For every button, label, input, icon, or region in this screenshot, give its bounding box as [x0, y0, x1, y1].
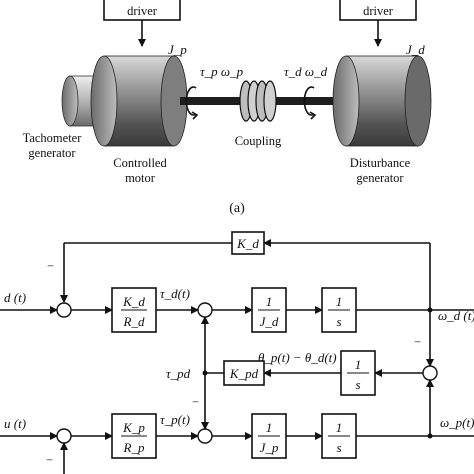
integrator-mid-num: 1 [355, 357, 362, 372]
caption-a: (a) [229, 201, 245, 216]
coupling-label: Coupling [235, 134, 282, 148]
gain-d-den: R_d [123, 314, 145, 329]
inertia-label-right: J_d [406, 42, 425, 57]
driver-label-right: driver [363, 4, 394, 18]
integrator-p-den: s [336, 440, 341, 455]
torque-speed-label-right: τ_d ω_d [284, 64, 328, 79]
angle-diff-label: θ_p(t) − θ_d(t) [258, 350, 337, 365]
integrator-d-num: 1 [336, 294, 343, 309]
integrator-mid-den: s [355, 377, 360, 392]
driver-box-left: driver [103, 0, 181, 21]
inertia-d-den: J_d [260, 314, 279, 329]
driver-box-right: driver [339, 0, 417, 21]
gain-p-den: R_p [123, 440, 145, 455]
tau-d-label: τ_d(t) [160, 286, 190, 301]
tau-p-label: τ_p(t) [160, 412, 190, 427]
rotation-arrow-right [303, 86, 317, 120]
coupling-gain-label: K_pd [229, 366, 259, 381]
tachometer-label-line1: Tachometer [23, 131, 83, 145]
block-kpd [223, 360, 265, 386]
input-u-label: u (t) [4, 416, 26, 431]
summing-junction-d [56, 302, 72, 318]
integrator-d-den: s [336, 314, 341, 329]
output-omega-p-label: ω_p(t) [440, 415, 474, 430]
output-omega-d-label: ω_d (t) [438, 308, 474, 323]
inertia-p-den: J_p [260, 440, 279, 455]
summing-junction-diff [422, 365, 438, 381]
inertia-d-num: 1 [266, 294, 273, 309]
rotation-arrow-left [185, 86, 199, 120]
controlled-motor-label-line2: motor [125, 171, 156, 185]
coupling [239, 80, 277, 122]
minus-sign-u-feedback: − [46, 453, 53, 467]
minus-sign-tau-pd: − [192, 395, 199, 409]
tachometer-label-line2: generator [28, 146, 76, 160]
inertia-p-num: 1 [266, 420, 273, 435]
minus-sign-omega-d: − [414, 335, 421, 349]
controlled-motor [90, 55, 188, 147]
gain-p-num: K_p [122, 420, 145, 435]
disturbance-label-line1: Disturbance [350, 156, 411, 170]
driver-label-left: driver [127, 4, 158, 18]
minus-sign-d-feedback: − [47, 259, 54, 273]
summing-junction-u [56, 428, 72, 444]
summing-junction-tau-d [197, 302, 213, 318]
disturbance-label-line2: generator [356, 171, 404, 185]
block-diagram: K_d − d (t) K_d R_d τ_d(t) 1 J_d 1 s ω_d… [0, 231, 474, 474]
hardware-illustration: driver driver [23, 0, 432, 216]
disturbance-generator [332, 55, 432, 147]
torque-speed-label-left: τ_p ω_p [200, 64, 244, 79]
input-d-label: d (t) [4, 290, 26, 305]
inertia-label-left: J_p [168, 42, 187, 57]
integrator-p-num: 1 [336, 420, 343, 435]
summing-junction-tau-p [197, 428, 213, 444]
gain-d-num: K_d [122, 294, 145, 309]
controlled-motor-label-line1: Controlled [113, 156, 167, 170]
feedback-gain-label: K_d [236, 236, 259, 251]
tau-pd-label: τ_pd [166, 366, 191, 381]
